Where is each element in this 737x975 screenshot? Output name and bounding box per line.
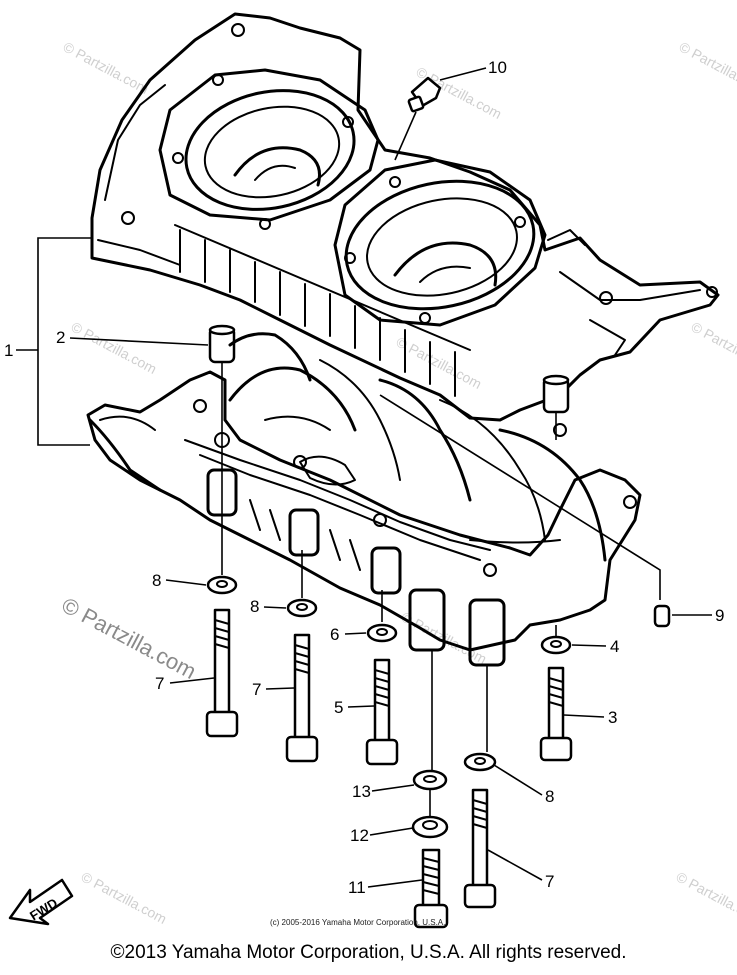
oil-fitting [407, 76, 442, 113]
callout-9: 9 [715, 606, 724, 625]
bolt [413, 848, 449, 929]
dowel-pin [542, 374, 570, 414]
bolt [285, 633, 319, 763]
watermark: © Partzilla.com [689, 319, 737, 377]
bolt [365, 658, 399, 766]
washer [412, 769, 448, 791]
watermark: © Partzilla.com [79, 869, 170, 927]
callout-3: 3 [608, 708, 617, 727]
watermark: © Partzilla.com [58, 592, 201, 684]
watermark: © Partzilla.com [69, 319, 160, 377]
copyright-notice: ©2013 Yamaha Motor Corporation, U.S.A. A… [110, 942, 627, 963]
upper-crankcase [90, 12, 720, 422]
callout-11: 11 [348, 878, 366, 897]
callout-5: 5 [334, 698, 343, 717]
callout-8a: 8 [152, 571, 161, 590]
watermark: © Partzilla.com [674, 869, 737, 927]
bolt [463, 788, 497, 909]
dowel-pin [208, 324, 236, 364]
callout-4: 4 [610, 637, 619, 656]
bolt [539, 666, 573, 762]
alignment-lines [221, 111, 661, 816]
washer [411, 815, 449, 839]
callout-10: 10 [488, 58, 507, 77]
callout-7b: 7 [252, 680, 261, 699]
watermark: © Partzilla.com [61, 39, 152, 97]
callout-13: 13 [352, 782, 371, 801]
watermark: © Partzilla.com [394, 334, 485, 392]
callout-8b: 8 [250, 597, 259, 616]
callouts: 1 2 10 8 8 6 4 9 7 7 5 3 [4, 58, 724, 897]
washer [286, 598, 318, 618]
fwd-arrow: FWD [8, 878, 74, 926]
callout-8c: 8 [545, 787, 554, 806]
washer [206, 575, 238, 595]
watermark-group: © Partzilla.com © Partzilla.com © Partzi… [58, 39, 737, 927]
washer [366, 623, 398, 643]
washer [540, 635, 572, 655]
small-copyright: (c) 2005-2016 Yamaha Motor Corporation, … [270, 918, 446, 927]
watermark: © Partzilla.com [677, 39, 737, 97]
dowel-pin [653, 604, 671, 628]
callout-7a: 7 [155, 674, 164, 693]
callout-7c: 7 [545, 872, 554, 891]
washer [463, 752, 497, 772]
lower-crankcase [86, 332, 642, 667]
bolt [205, 608, 239, 738]
callout-2: 2 [56, 328, 65, 347]
callout-12: 12 [350, 826, 369, 845]
callout-6: 6 [330, 625, 339, 644]
callout-1: 1 [4, 341, 13, 360]
